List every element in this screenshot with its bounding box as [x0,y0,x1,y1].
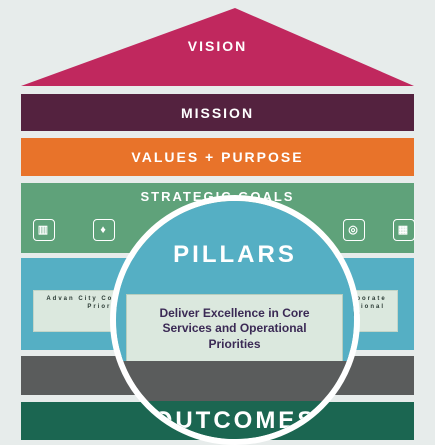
mission-band: MISSION [21,94,414,131]
lens-pillars-area: PILLARS Deliver Excellence in Core Servi… [116,201,354,364]
values-purpose-band: VALUES + PURPOSE [21,138,414,176]
values-purpose-label: VALUES + PURPOSE [131,149,304,165]
lens-outcomes-area: OUTCOMES [116,401,354,439]
mission-label: MISSION [180,104,255,121]
city-icon: ▦ [393,219,415,241]
pillars-label: PILLARS [173,241,297,268]
magnifier-lens: PILLARS Deliver Excellence in Core Servi… [110,195,360,445]
vision-roof-shape [21,8,414,86]
vision-label: VISION [187,38,248,54]
lens-gray-area [116,361,354,401]
outcomes-label: OUTCOMES [153,407,317,434]
vision-roof [21,8,414,86]
pillar-card-left: Advan City Cou Priorit [33,290,123,332]
location-pin-icon: ♦ [93,219,115,241]
pillar-card-focus: Deliver Excellence in Core Services and … [126,294,343,364]
building-icon: ▥ [33,219,55,241]
